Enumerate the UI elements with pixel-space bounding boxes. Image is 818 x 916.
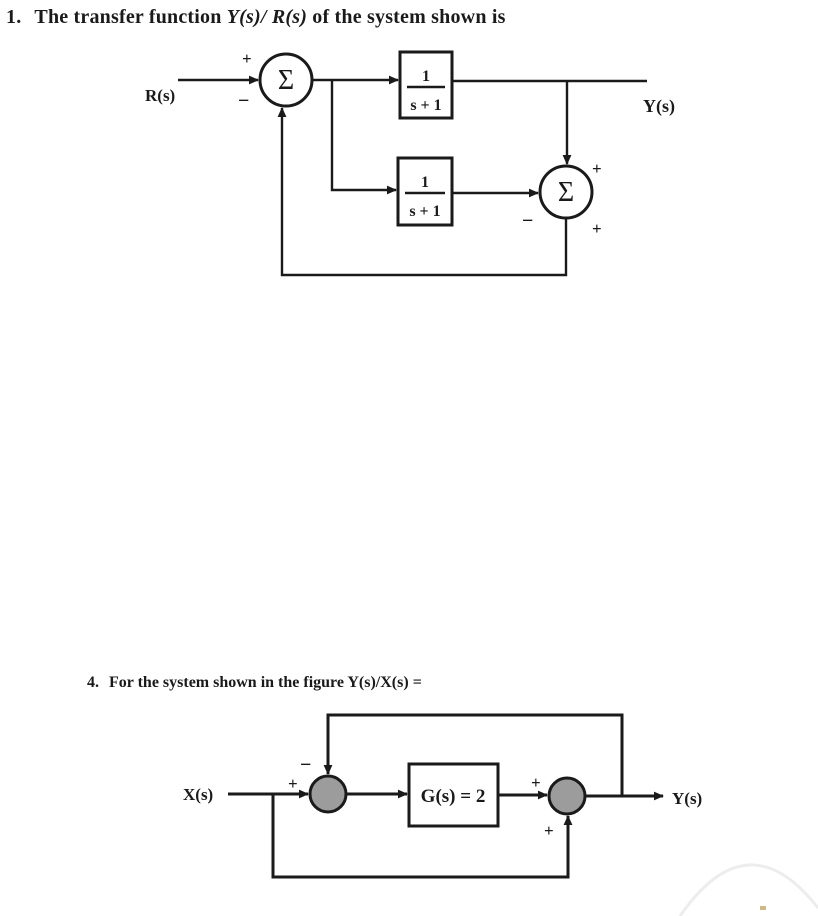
d4-summer-2-plus-sign: + <box>531 773 541 792</box>
diagram-4: X(s) + − G(s) = 2 + Y(s) + <box>183 713 702 879</box>
d1-block-bottom-denominator: s + 1 <box>409 203 440 220</box>
d4-gain-label: G(s) = 2 <box>421 786 486 807</box>
d1-block-top-denominator: s + 1 <box>410 97 441 114</box>
scan-speck <box>760 906 766 910</box>
d4-gain-block <box>407 762 500 828</box>
d1-feedback-line <box>277 107 568 277</box>
d1-branch-to-block-bottom-line <box>330 80 397 195</box>
problem1-title: 1. The transfer function Y(s)/ R(s) of th… <box>6 6 506 29</box>
d1-output-label: Y(s) <box>643 96 675 117</box>
d1-summer-2-top-plus-sign: + <box>592 159 602 178</box>
d1-block-bottom <box>396 156 454 227</box>
d1-summer-2-symbol: Σ <box>558 177 574 208</box>
diagram-1: R(s) Σ + − 1 s + 1 1 s + 1 Y(s) Σ + − + <box>145 49 675 277</box>
d1-block-top <box>398 50 454 120</box>
problem4-number: 4. <box>87 674 99 691</box>
problem1-title-suffix: of the system shown is <box>307 6 506 28</box>
d1-block-bottom-numerator: 1 <box>421 174 429 191</box>
d4-input-label: X(s) <box>183 785 213 804</box>
d4-bottom-feedback-line <box>271 794 573 879</box>
d4-summer-1 <box>308 774 348 814</box>
d4-top-feedback-line <box>323 713 624 797</box>
d4-summer-2 <box>547 776 587 816</box>
d1-summer-2-minus-sign: − <box>522 210 533 232</box>
d1-block-top-numerator: 1 <box>422 68 430 85</box>
d1-summer-2-bottom-plus-sign: + <box>592 219 602 238</box>
d4-output-label: Y(s) <box>672 789 702 808</box>
problem1-title-math: Y(s)/ R(s) <box>226 6 308 28</box>
problem4-title-text: For the system shown in the figure Y(s)/… <box>109 674 422 691</box>
problem1-title-prefix: The transfer function <box>34 6 227 28</box>
problem4-title: 4. For the system shown in the figure Y(s… <box>87 674 422 692</box>
d4-summer-1-plus-sign: + <box>288 774 298 793</box>
d4-summer-1-minus-sign: − <box>300 754 311 776</box>
d1-summer-1-symbol: Σ <box>278 65 294 96</box>
problem1-number: 1. <box>6 6 22 28</box>
d1-summer-1-minus-sign: − <box>238 90 249 112</box>
d1-summer-1-plus-sign: + <box>242 49 252 68</box>
watermark-arc <box>678 863 818 916</box>
d4-summer-2-bottom-plus-sign: + <box>544 821 554 840</box>
d1-input-label: R(s) <box>145 86 175 105</box>
